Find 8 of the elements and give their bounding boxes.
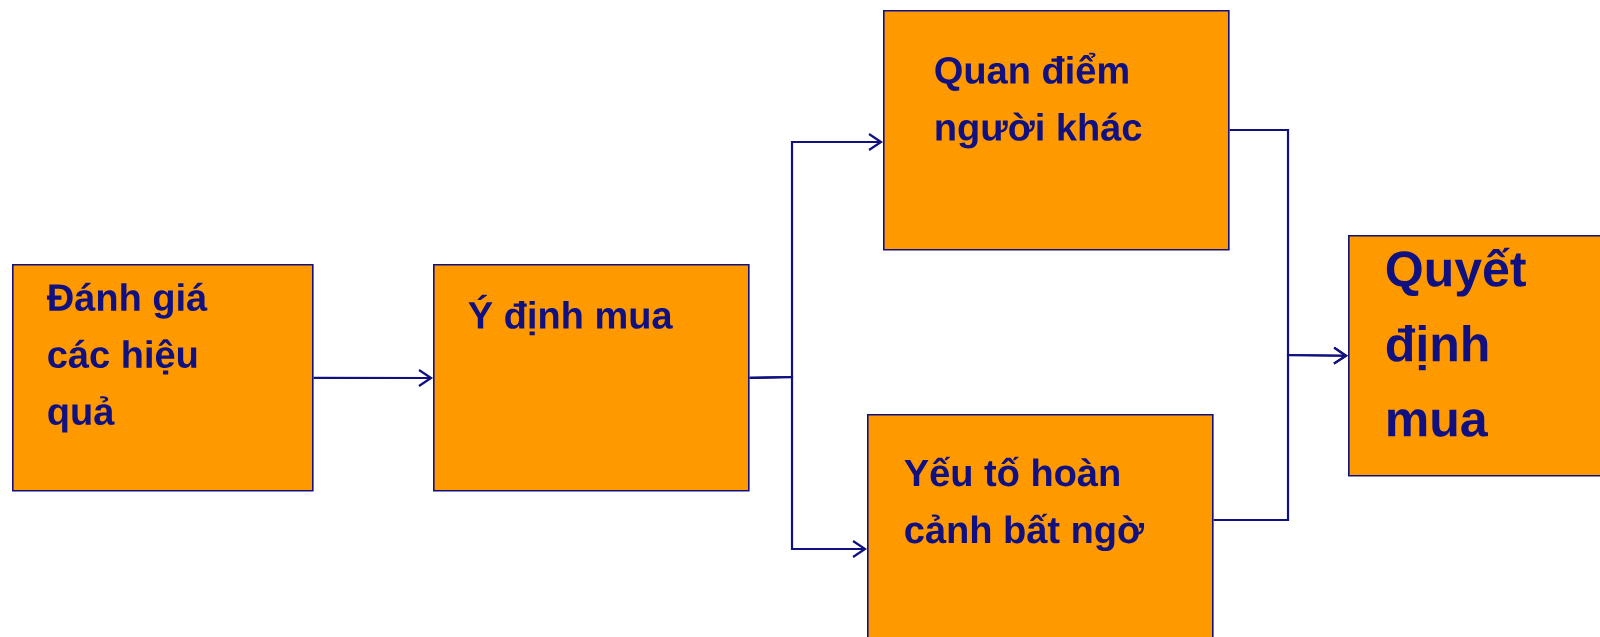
process-box: Đánh giá các hiệu quả	[12, 264, 314, 492]
process-box: Quan điểm người khác	[883, 10, 1230, 251]
arrow	[1213, 346, 1349, 522]
process-box: Quyết định mua	[1348, 235, 1600, 477]
process-box: Ý định mua	[433, 264, 750, 492]
process-box: Yếu tố hoàn cảnh bất ngờ	[867, 414, 1214, 637]
arrow	[313, 369, 433, 387]
arrow	[749, 375, 867, 558]
